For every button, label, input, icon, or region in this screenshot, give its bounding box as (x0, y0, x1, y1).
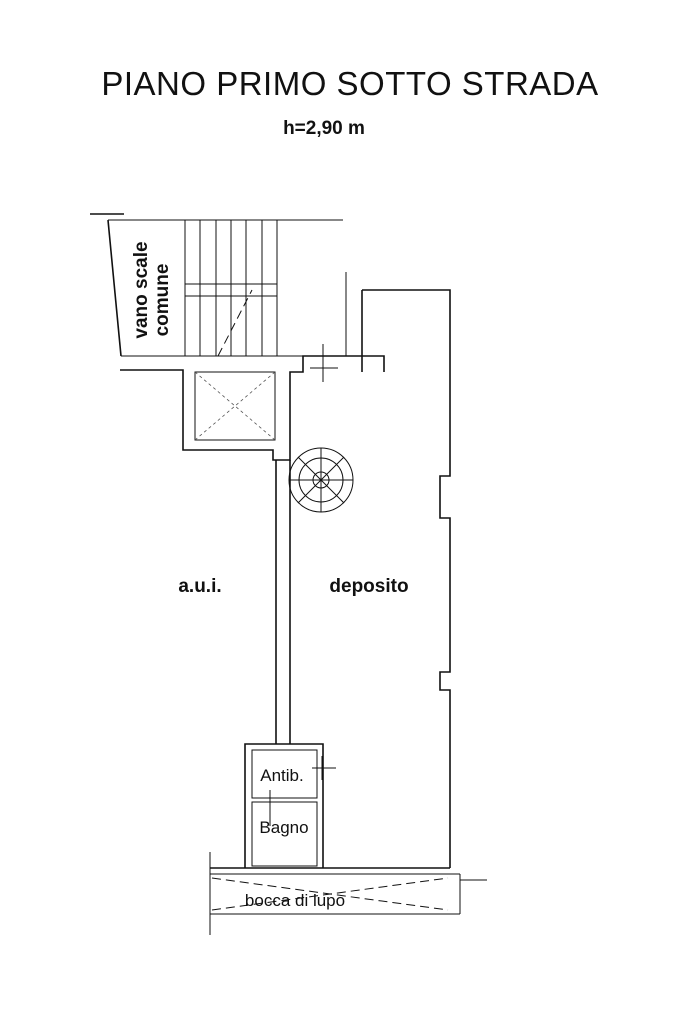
stairwell (90, 213, 347, 357)
deposito-label: deposito (329, 576, 408, 597)
stairwell-label-line1: vano scale (131, 241, 152, 338)
lift-shaft (120, 344, 385, 461)
bagno-label: Bagno (259, 818, 308, 837)
page-title: PIANO PRIMO SOTTO STRADA (101, 65, 598, 102)
aui-label: a.u.i. (178, 576, 221, 597)
bottom-walls (209, 852, 487, 935)
antibagno-label: Antib. (260, 766, 303, 785)
height-label: h=2,90 m (283, 118, 365, 139)
deposito-walls (275, 289, 451, 868)
stairwell-label-line2: comune (152, 264, 173, 337)
bocca-di-lupo-label: bocca di lupo (245, 891, 345, 910)
spiral-staircase (288, 447, 354, 513)
bathroom-block (244, 743, 336, 868)
